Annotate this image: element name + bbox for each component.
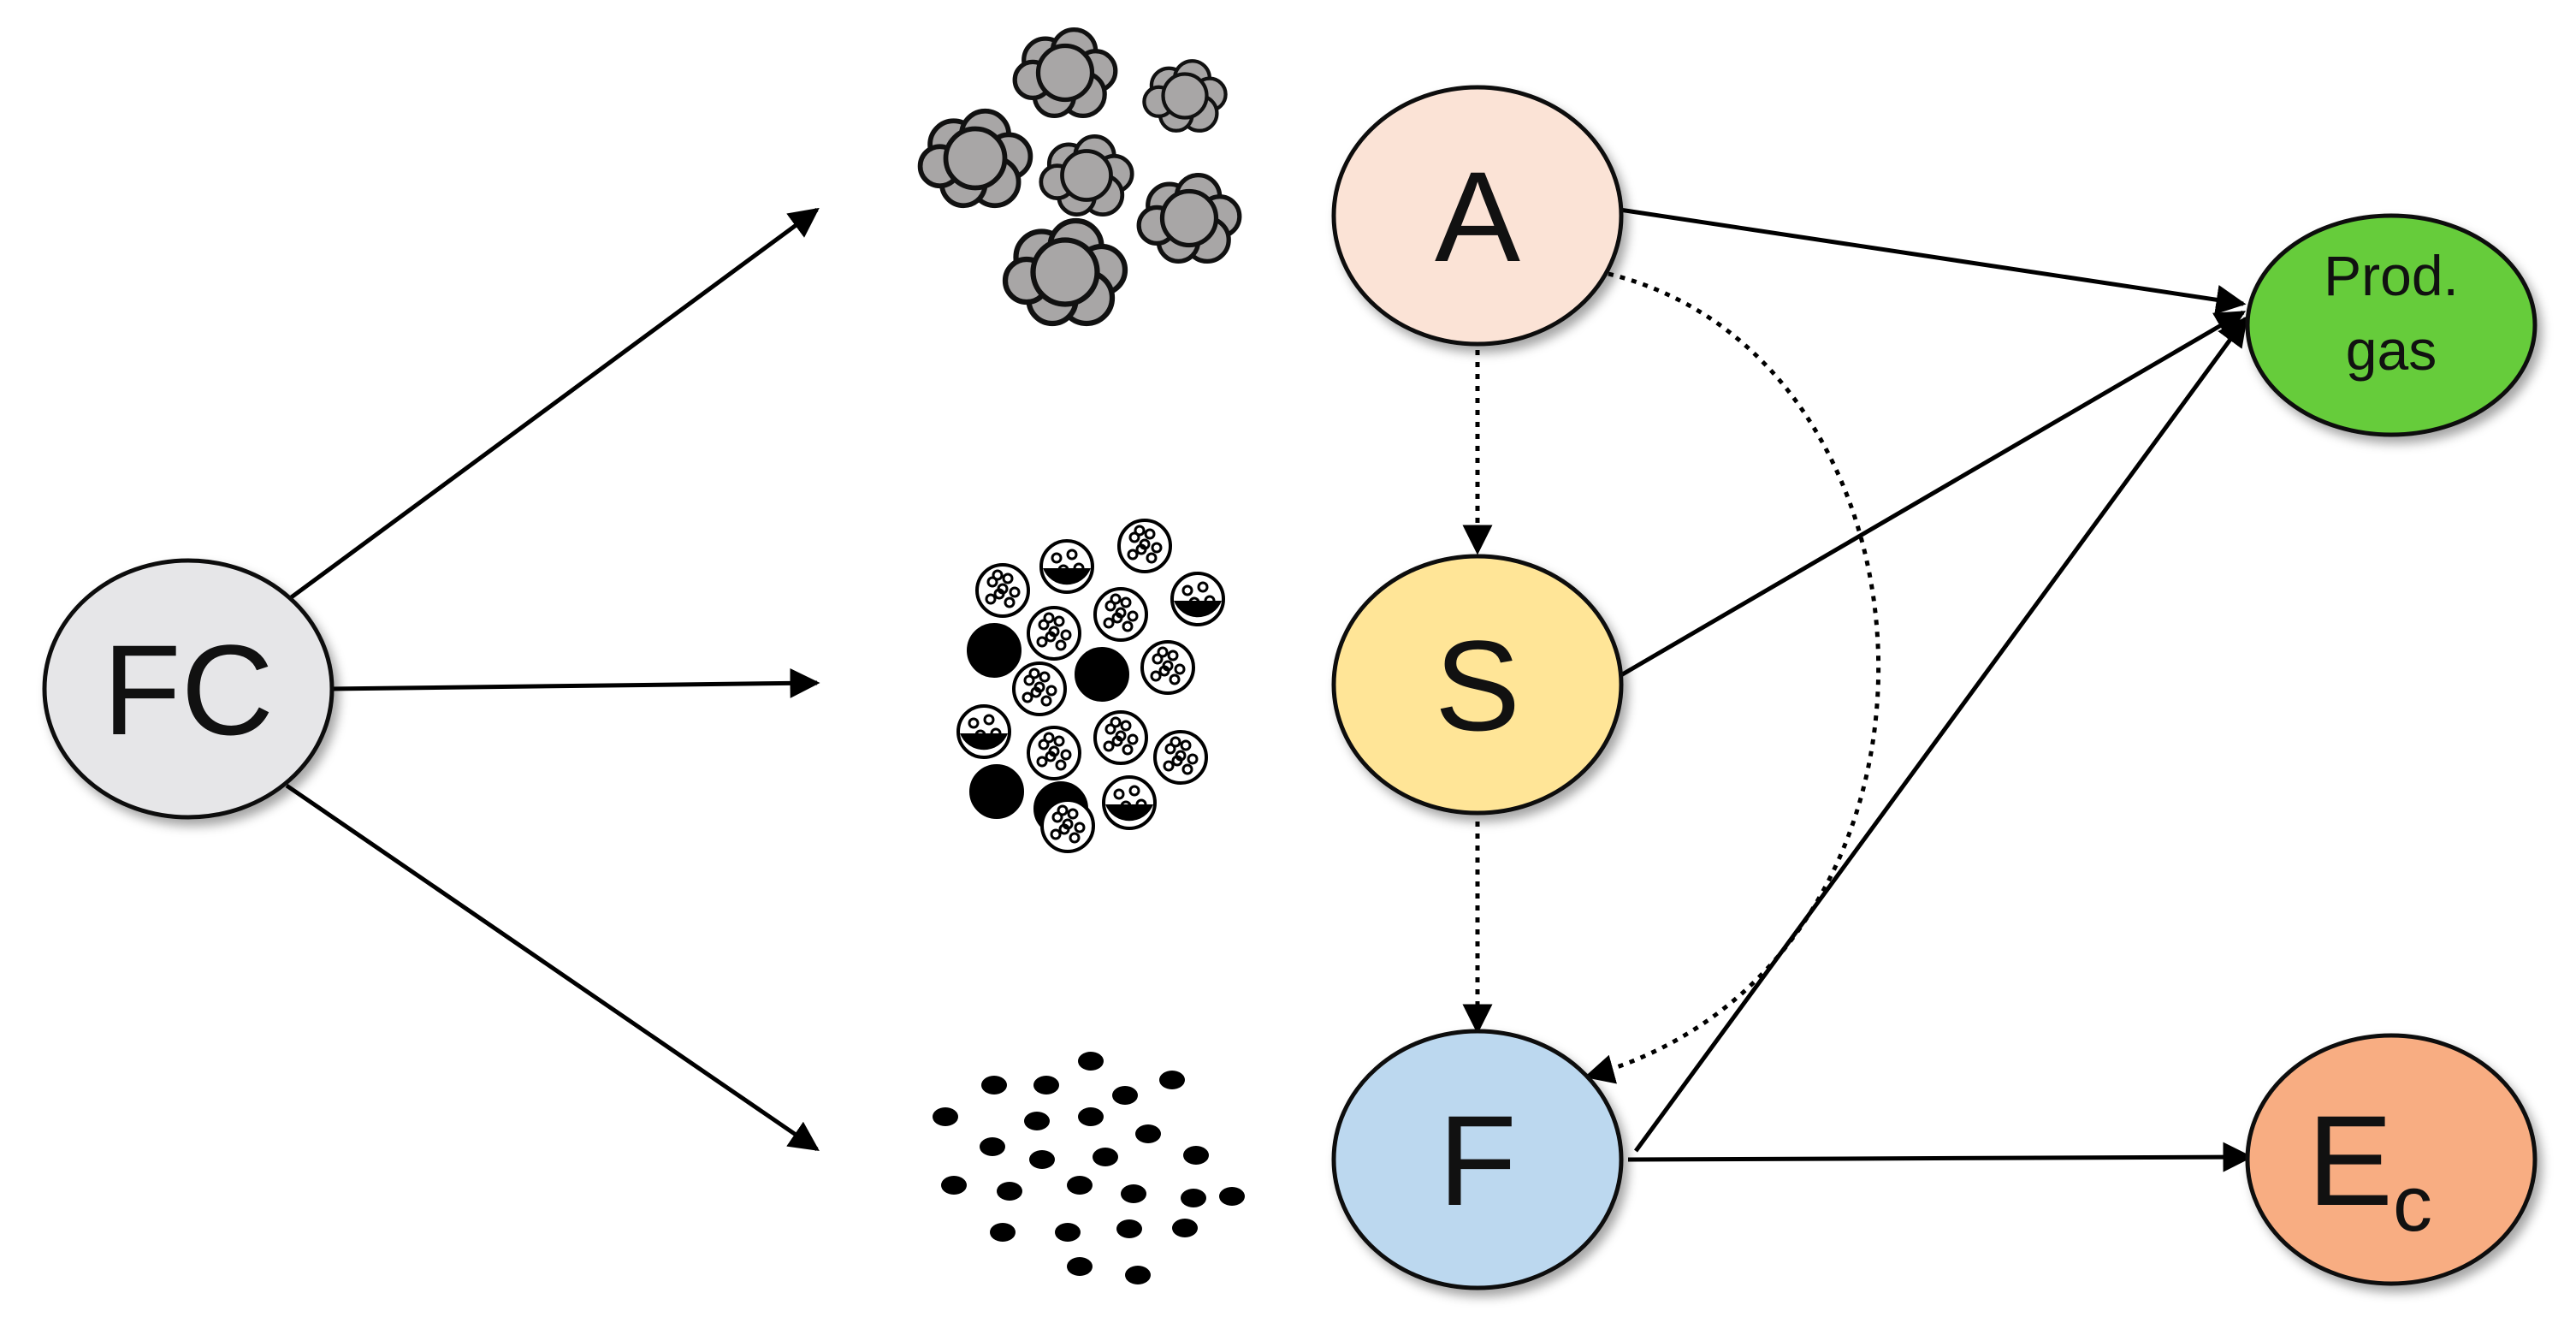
node-f-label: F (1438, 1089, 1517, 1232)
arrow-f-to-ec (1627, 1142, 2253, 1172)
node-s-label: S (1435, 614, 1520, 757)
fine-dot (1067, 1257, 1093, 1276)
fine-dot (1024, 1112, 1050, 1130)
particle (1153, 730, 1208, 785)
fine-dot (1183, 1146, 1209, 1165)
gray-aggregate-particles-icon (921, 30, 1240, 323)
particle (1093, 587, 1148, 642)
particle (956, 704, 1011, 759)
fine-dot (1116, 1219, 1142, 1238)
arrow-a-to-prod (1619, 207, 2247, 315)
fine-dot (1219, 1187, 1245, 1206)
fine-black-dots-icon (933, 1052, 1245, 1284)
node-ec-subscript: c (2393, 1160, 2432, 1248)
mixed-porous-particles-icon (956, 519, 1225, 853)
node-prod-gas (2245, 213, 2538, 437)
arrow-f-to-prod (1633, 316, 2248, 1153)
fine-dot (981, 1076, 1007, 1095)
particle (1012, 661, 1067, 716)
node-ec-ellipse (2245, 1033, 2538, 1286)
particle (1027, 606, 1081, 661)
node-s (1331, 554, 1624, 816)
fine-dot (980, 1137, 1005, 1156)
fine-dot (1078, 1052, 1104, 1071)
particle (1093, 710, 1148, 765)
particle (1075, 647, 1129, 702)
fine-dot (1029, 1150, 1055, 1169)
arrow-fc-to-middle (329, 667, 820, 698)
node-a-ellipse (1331, 85, 1624, 347)
particle (1170, 572, 1225, 626)
node-ec-label: Ec (2307, 1089, 2432, 1248)
fine-dot (1159, 1071, 1185, 1089)
arrow-fc-to-bottom (285, 783, 820, 1152)
fine-dot (1078, 1107, 1104, 1126)
fine-dot (933, 1107, 958, 1126)
particle (1102, 775, 1157, 830)
fine-dot (941, 1176, 967, 1195)
node-fc-ellipse (42, 558, 335, 820)
particle (969, 764, 1024, 819)
fine-dot (990, 1223, 1016, 1242)
node-ec-main: E (2307, 1089, 2393, 1232)
fine-dot (1125, 1266, 1151, 1284)
node-a (1331, 85, 1624, 347)
fine-dot (1121, 1184, 1146, 1203)
fine-dot (1093, 1148, 1118, 1166)
node-f (1331, 1029, 1624, 1290)
particle (1027, 726, 1081, 780)
particle (1140, 640, 1195, 695)
fine-dot (997, 1182, 1022, 1201)
arrow-fc-to-top (285, 207, 820, 603)
particle (1039, 539, 1094, 594)
node-prod-gas-line1: Prod. (2324, 244, 2459, 307)
fine-dot (1112, 1086, 1138, 1105)
particle (1117, 519, 1172, 573)
node-fc-label: FC (103, 618, 274, 762)
dotted-curve-a-to-f (1584, 271, 1880, 1084)
fine-dot (1055, 1223, 1081, 1242)
particle (975, 563, 1030, 618)
node-prod-gas-line2: gas (2346, 318, 2437, 382)
fine-dot (1067, 1176, 1093, 1195)
node-ec (2245, 1033, 2538, 1286)
particle (1040, 798, 1095, 853)
particle (967, 623, 1022, 678)
node-f-ellipse (1331, 1029, 1624, 1290)
node-a-label: A (1435, 145, 1520, 288)
fine-dot (1135, 1124, 1161, 1143)
arrow-s-to-prod (1618, 310, 2247, 679)
fine-dot (1172, 1219, 1198, 1237)
node-s-ellipse (1331, 554, 1624, 816)
node-fc (42, 558, 335, 820)
fine-dot (1181, 1189, 1206, 1207)
fine-dot (1033, 1076, 1059, 1095)
node-prod-gas-ellipse (2245, 213, 2538, 437)
